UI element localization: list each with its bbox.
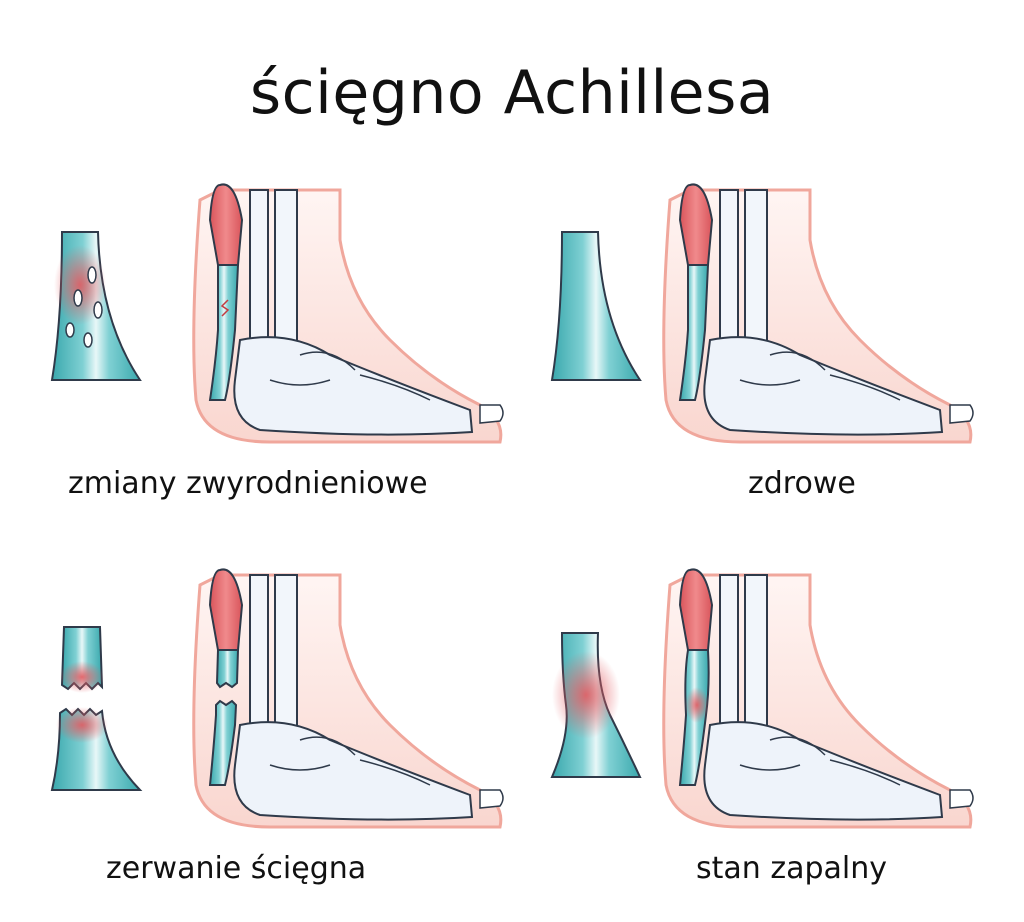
panel-degenerative: zmiany zwyrodnieniowe [40,180,510,501]
caption-inflammation: stan zapalny [696,851,887,886]
panel-healthy: zdrowe [530,180,1000,501]
panel-rupture: zerwanie ścięgna [40,565,510,886]
foot-illustration-degenerative [50,183,504,444]
caption-healthy: zdrowe [748,466,856,501]
panel-inflammation: stan zapalny [530,565,1000,886]
foot-illustration-healthy [550,183,974,444]
foot-illustration-rupture [50,568,504,829]
caption-rupture: zerwanie ścięgna [106,851,367,886]
caption-degenerative: zmiany zwyrodnieniowe [68,466,428,501]
page-title: ścięgno Achillesa [249,58,775,128]
foot-illustration-inflammation [550,568,974,829]
